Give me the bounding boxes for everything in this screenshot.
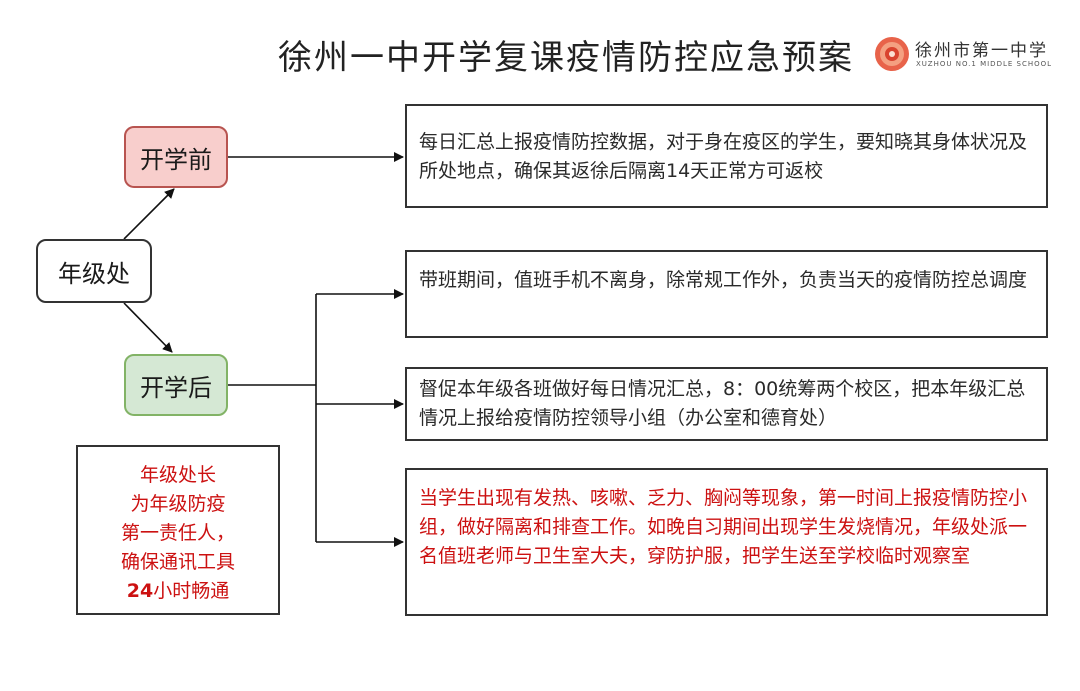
note-hours: 24: [126, 580, 154, 602]
box-after-summary: 督促本年级各班做好每日情况汇总，8：00统筹两个校区，把本年级汇总情况上报给疫情…: [405, 367, 1048, 441]
school-logo-icon: [875, 37, 909, 71]
note-line: 确保通讯工具: [120, 551, 235, 573]
note-line: 24小时畅通: [78, 577, 278, 606]
note-line: 为年级防疫: [130, 493, 226, 515]
note-line: 年级处长: [139, 464, 216, 486]
school-name-en: XUZHOU NO.1 MIDDLE SCHOOL: [916, 60, 1053, 68]
node-grade-office: 年级处: [36, 239, 152, 303]
school-name-cn: 徐州市第一中学: [915, 41, 1048, 61]
box-after-emergency: 当学生出现有发热、咳嗽、乏力、胸闷等现象，第一时间上报疫情防控小组，做好隔离和排…: [405, 468, 1048, 616]
node-before-school: 开学前: [124, 126, 228, 188]
note-line: 第一责任人，: [120, 522, 235, 544]
node-after-school: 开学后: [124, 354, 228, 416]
note-line-rest: 小时畅通: [153, 580, 230, 602]
box-after-duty: 带班期间，值班手机不离身，除常规工作外，负责当天的疫情防控总调度: [405, 250, 1048, 338]
note-responsibility: 年级处长 为年级防疫 第一责任人， 确保通讯工具 24小时畅通: [76, 445, 280, 615]
box-before-report: 每日汇总上报疫情防控数据，对于身在疫区的学生，要知晓其身体状况及所处地点，确保其…: [405, 104, 1048, 208]
arrow-grade-to-after: [123, 302, 173, 353]
arrow-grade-to-before: [123, 188, 175, 240]
page-title: 徐州一中开学复课疫情防控应急预案: [278, 38, 854, 78]
